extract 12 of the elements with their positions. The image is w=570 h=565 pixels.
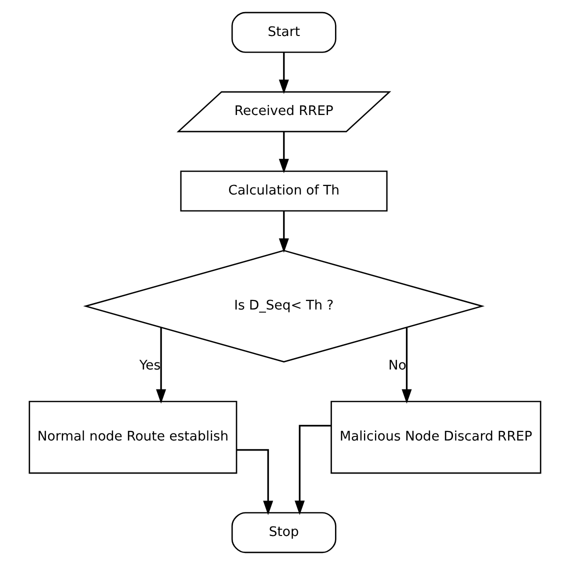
arrow (156, 328, 166, 404)
arrow (402, 328, 412, 404)
arrow (294, 424, 331, 515)
arrow (278, 132, 289, 174)
arrow (236, 449, 274, 516)
node-box: Malicious Node Discard RREP (330, 400, 542, 474)
arrow (278, 52, 289, 94)
arrow (278, 211, 289, 253)
node-box: Calculation of Th (180, 170, 388, 212)
node-box: Start (231, 12, 336, 53)
node-box: Stop (231, 512, 336, 554)
node-box: Normal node Route establish (28, 400, 238, 474)
